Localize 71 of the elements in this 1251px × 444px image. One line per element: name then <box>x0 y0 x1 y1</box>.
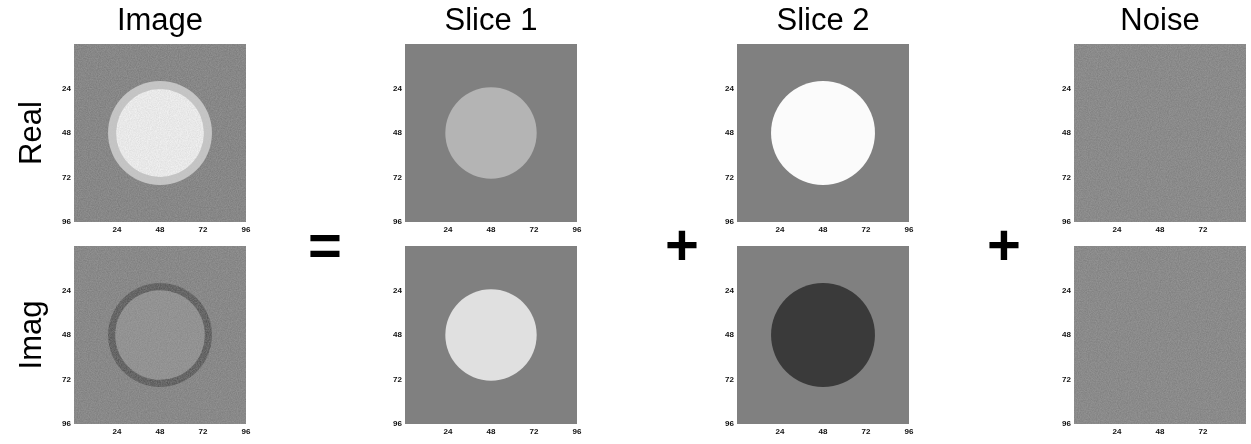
tick-label: 24 <box>1062 286 1071 295</box>
row-label: Real <box>14 101 46 165</box>
tick-label: 96 <box>241 428 251 436</box>
tick-label: 48 <box>818 428 828 436</box>
column-title: Noise <box>1120 4 1200 35</box>
tick-label: 96 <box>904 428 914 436</box>
tick-label: 24 <box>112 428 122 436</box>
tick-label: 48 <box>486 226 496 234</box>
tick-label: 72 <box>393 375 402 384</box>
tick-label: 96 <box>62 218 71 226</box>
column-title: Slice 2 <box>776 4 870 35</box>
tick-label: 72 <box>1198 226 1208 234</box>
tick-label: 24 <box>1112 226 1122 234</box>
tick-label: 48 <box>1155 226 1165 234</box>
plus-sign: + <box>987 216 1021 274</box>
tick-label: 24 <box>443 428 453 436</box>
tick-label: 48 <box>725 331 734 339</box>
tick-label: 24 <box>725 286 734 295</box>
tick-label: 72 <box>725 375 734 384</box>
tick-label: 24 <box>775 428 785 436</box>
column-title: Slice 1 <box>444 4 538 35</box>
tick-label: 48 <box>393 331 402 339</box>
row-label: Imag <box>14 300 46 370</box>
tick-label: 96 <box>393 420 402 428</box>
tick-label: 72 <box>529 428 539 436</box>
tick-label: 24 <box>393 84 402 93</box>
tick-label: 72 <box>725 173 734 182</box>
tick-label: 24 <box>393 286 402 295</box>
tick-label: 48 <box>62 129 71 137</box>
tick-label: 72 <box>393 173 402 182</box>
tick-label: 72 <box>861 428 871 436</box>
tick-label: 48 <box>1062 129 1071 137</box>
tick-label: 72 <box>1198 428 1208 436</box>
tick-label: 72 <box>62 173 71 182</box>
tick-label: 96 <box>241 226 251 234</box>
tick-label: 96 <box>1062 218 1071 226</box>
tick-label: 96 <box>1062 420 1071 428</box>
tick-label: 96 <box>725 420 734 428</box>
tick-label: 48 <box>1155 428 1165 436</box>
tick-label: 24 <box>725 84 734 93</box>
tick-label: 24 <box>112 226 122 234</box>
tick-label: 24 <box>62 286 71 295</box>
tick-label: 72 <box>529 226 539 234</box>
equals-sign: = <box>308 216 342 274</box>
tick-label: 72 <box>198 428 208 436</box>
column-title: Image <box>116 4 204 35</box>
tick-label: 48 <box>818 226 828 234</box>
tick-label: 48 <box>155 428 165 436</box>
tick-label: 48 <box>486 428 496 436</box>
tick-label: 72 <box>1062 375 1071 384</box>
tick-label: 24 <box>1112 428 1122 436</box>
tick-label: 96 <box>904 226 914 234</box>
tick-label: 72 <box>198 226 208 234</box>
tick-label: 72 <box>1062 173 1071 182</box>
tick-label: 48 <box>1062 331 1071 339</box>
plus-sign: + <box>665 216 699 274</box>
tick-label: 48 <box>393 129 402 137</box>
tick-label: 24 <box>775 226 785 234</box>
tick-label: 48 <box>155 226 165 234</box>
tick-label: 96 <box>572 226 582 234</box>
tick-label: 24 <box>443 226 453 234</box>
tick-label: 48 <box>725 129 734 137</box>
tick-label: 96 <box>62 420 71 428</box>
tick-label: 48 <box>62 331 71 339</box>
tick-label: 72 <box>861 226 871 234</box>
tick-label: 72 <box>62 375 71 384</box>
tick-label: 96 <box>393 218 402 226</box>
tick-label: 24 <box>62 84 71 93</box>
tick-label: 96 <box>725 218 734 226</box>
tick-label: 96 <box>572 428 582 436</box>
tick-label: 24 <box>1062 84 1071 93</box>
